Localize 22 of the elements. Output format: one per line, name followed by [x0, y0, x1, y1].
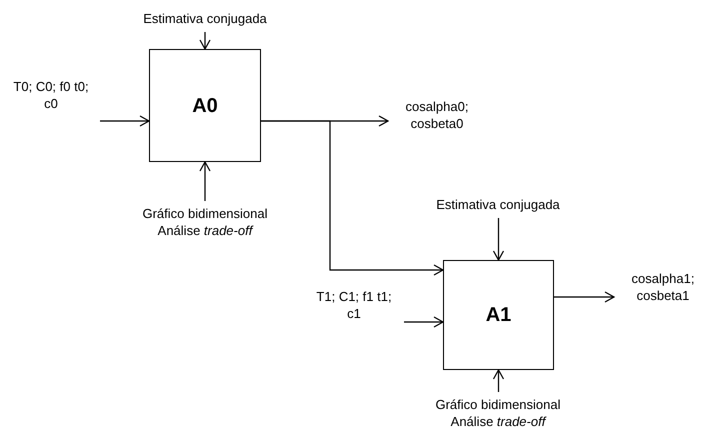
arrow	[492, 218, 504, 261]
arrow	[492, 369, 504, 392]
activity-label: A1	[486, 303, 512, 328]
arrow	[100, 115, 150, 127]
flow-label: Gráfico bidimensional	[435, 396, 560, 413]
arrow	[554, 291, 615, 303]
arrow	[199, 161, 211, 201]
arrow	[404, 316, 444, 328]
flow-label: Gráfico bidimensional	[142, 205, 268, 222]
arrow	[199, 32, 211, 50]
activity-box	[443, 260, 554, 370]
flow-label: T1; C1; f1 t1; c1	[315, 288, 393, 322]
flow-label: Análise trade-off	[450, 413, 546, 430]
flow-label: cosalpha1; cosbeta1	[630, 270, 696, 304]
flow-label: Estimativa conjugada	[143, 10, 267, 27]
activity-box	[149, 49, 261, 162]
flow-label: cosalpha0; cosbeta0	[404, 98, 470, 132]
flow-label: Estimativa conjugada	[436, 196, 560, 213]
activity-label: A0	[192, 94, 218, 118]
flow-label: Análise trade-off	[158, 222, 252, 239]
flow-label: T0; C0; f0 t0; c0	[12, 78, 90, 112]
arrow	[261, 120, 444, 276]
